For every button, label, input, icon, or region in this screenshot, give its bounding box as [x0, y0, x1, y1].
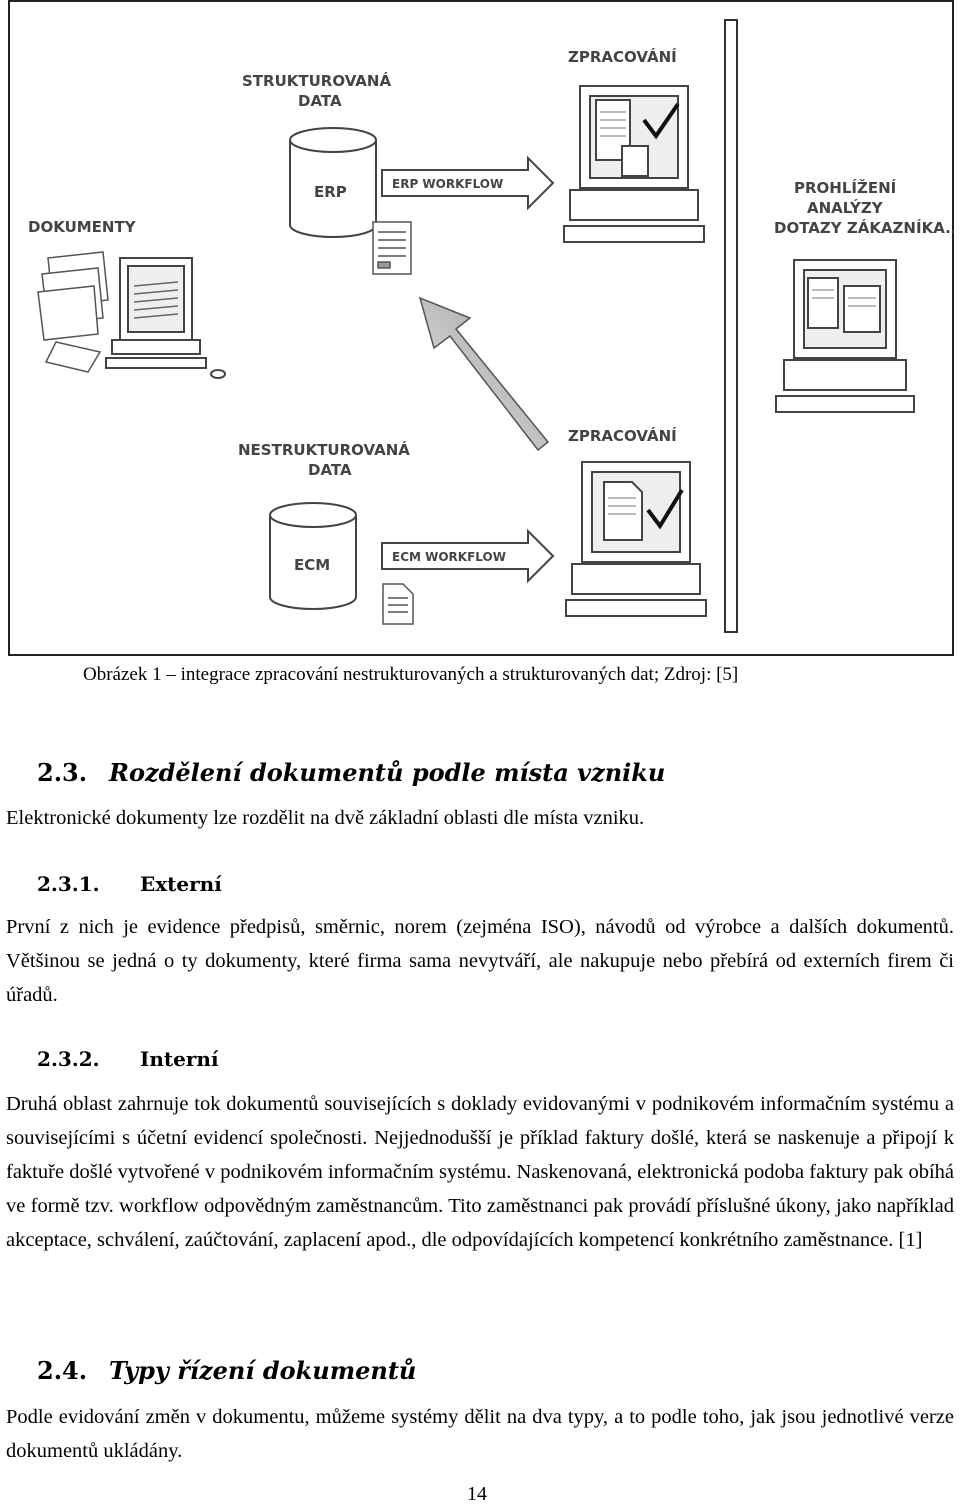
heading-2-4: 2.4. Typy řízení dokumentů — [37, 1356, 416, 1385]
viewing-computer-icon — [775, 259, 915, 413]
label-nestrukturovana-data: DATA — [308, 461, 352, 479]
heading-2-3-2: 2.3.2. Interní — [37, 1047, 219, 1071]
paragraph-2-3: Elektronické dokumenty lze rozdělit na d… — [6, 807, 645, 829]
label-prohlizeni: PROHLÍŽENÍ — [794, 178, 897, 197]
label-nestrukturovana: NESTRUKTUROVANÁ — [238, 440, 410, 459]
label-analyzy: ANALÝZY — [807, 198, 884, 217]
paper-stack-icon — [37, 251, 109, 373]
processing-computer-top-icon — [563, 85, 705, 243]
heading-2-3: 2.3. Rozdělení dokumentů podle místa vzni… — [37, 758, 665, 787]
paragraph-2-4: Podle evidování změn v dokumentu, můžeme… — [6, 1406, 954, 1462]
heading-2-3-1: 2.3.1. Externí — [37, 872, 222, 896]
erp-document-icon — [372, 221, 412, 275]
heading-number: 2.3.2. — [37, 1047, 100, 1071]
erp-workflow-label: ERP WORKFLOW — [392, 177, 503, 191]
label-strukturovana-data: DATA — [298, 92, 342, 110]
page-number: 14 — [467, 1483, 487, 1505]
ecm-workflow-arrow: ECM WORKFLOW — [381, 528, 555, 584]
label-strukturovana: STRUKTUROVANÁ — [242, 71, 391, 90]
erp-workflow-arrow: ERP WORKFLOW — [381, 155, 555, 211]
heading-number: 2.3.1. — [37, 872, 100, 896]
ecm-document-icon — [382, 583, 414, 625]
processing-computer-bottom-icon — [565, 461, 707, 617]
erp-database-icon: ERP — [289, 127, 377, 238]
label-zpracovani-bottom: ZPRACOVÁNÍ — [568, 426, 677, 445]
figure-caption: Obrázek 1 – integrace zpracování nestruk… — [83, 664, 739, 685]
ecm-database-icon: ECM — [269, 502, 357, 610]
ecm-workflow-label: ECM WORKFLOW — [392, 550, 506, 564]
heading-title: Typy řízení dokumentů — [109, 1356, 417, 1385]
heading-number: 2.3. — [37, 758, 88, 787]
flow-bar — [724, 19, 738, 633]
integration-arrow — [418, 296, 550, 452]
integration-diagram: STRUKTUROVANÁ DATA ZPRACOVÁNÍ PROHLÍŽENÍ… — [8, 0, 954, 656]
heading-title: Rozdělení dokumentů podle místa vzniku — [109, 758, 666, 787]
label-zpracovani-top: ZPRACOVÁNÍ — [568, 47, 677, 66]
erp-label: ERP — [314, 183, 347, 201]
label-dokumenty: DOKUMENTY — [28, 218, 137, 236]
paragraph-2-3-2: Druhá oblast zahrnuje tok dokumentů souv… — [6, 1093, 954, 1251]
heading-title: Externí — [140, 872, 222, 896]
paragraph-2-3-1: První z nich je evidence předpisů, směrn… — [6, 916, 954, 1006]
heading-number: 2.4. — [37, 1356, 88, 1385]
scanner-computer-icon — [105, 257, 226, 379]
ecm-label: ECM — [294, 556, 330, 574]
heading-title: Interní — [140, 1047, 219, 1071]
label-dotazy: DOTAZY ZÁKAZNÍKA... — [774, 218, 954, 237]
